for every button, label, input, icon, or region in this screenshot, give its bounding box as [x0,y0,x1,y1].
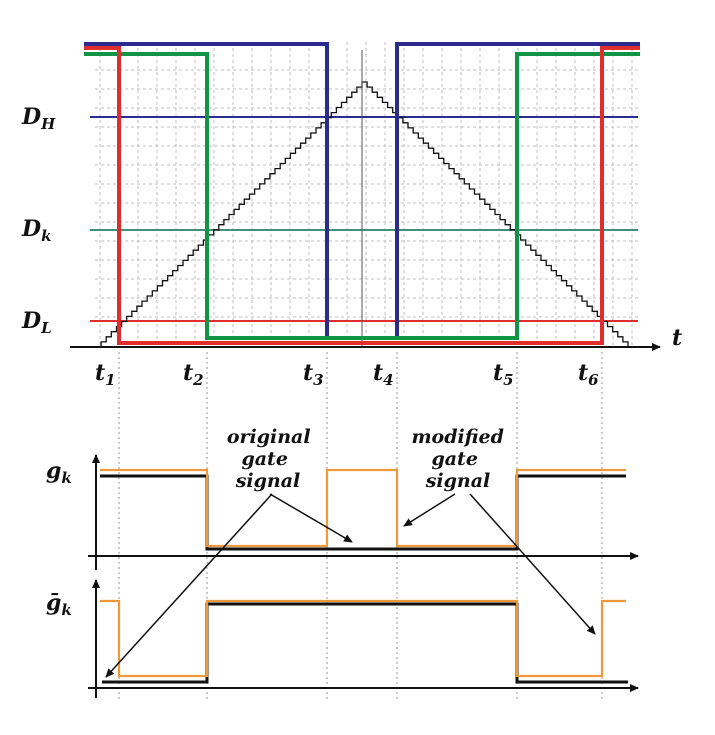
red-signal [84,46,640,345]
arrow-modified-to-gkbar [469,493,596,635]
time-instant-labels: t1 t2 t3 t4 t5 t6 [95,360,599,389]
arrow-original-to-gk [269,493,353,543]
time-label-4: t4 [373,360,394,389]
t-axis-label: t [672,325,682,351]
arrow-modified-to-gk [403,493,456,527]
time-label-6: t6 [578,360,599,389]
annotation-arrows [105,493,596,678]
time-drop-lines [118,352,603,700]
dh-label: DH [21,104,56,133]
time-label-2: t2 [183,360,204,389]
time-label-5: t5 [493,360,514,389]
time-label-1: t1 [95,360,116,389]
gkbar-original-signal [102,602,628,684]
gk-modified-signal [100,468,626,548]
green-signal [84,52,640,340]
gkbar-label: ḡk [46,590,72,619]
time-label-3: t3 [303,360,324,389]
gk-original-signal [100,474,626,551]
modified-gate-signal-label: modified gate signal [411,426,510,492]
arrow-original-to-gkbar [105,493,273,678]
dl-label: DL [21,308,52,337]
gkbar-modified-signal [100,599,626,678]
original-gate-signal-label: original gate signal [227,426,317,492]
dk-label: Dk [21,216,51,245]
gk-label: gk [46,458,72,487]
